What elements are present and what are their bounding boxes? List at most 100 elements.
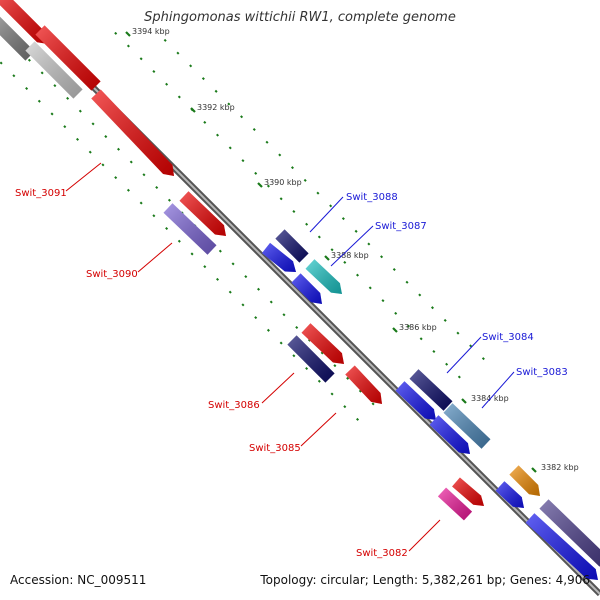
gene-swit-3090[interactable] (163, 203, 217, 255)
tick-dot (481, 357, 485, 361)
tick-labels: 3394 kbp 3392 kbp 3390 kbp 3388 kbp 3386… (132, 27, 579, 472)
gene-swit-3084b[interactable] (409, 369, 453, 411)
tick-dot (203, 265, 207, 269)
leader-line (408, 519, 441, 552)
tick-dot (163, 38, 167, 42)
tick-dot (101, 163, 105, 167)
tick-dot (91, 122, 95, 126)
tick-dot (456, 331, 460, 335)
tick-dot (368, 286, 372, 290)
tick-dot (117, 147, 121, 151)
tick-dot (333, 364, 337, 368)
gene-swit-3078[interactable] (525, 513, 598, 580)
tick-dot (292, 210, 296, 214)
major-tick (531, 467, 537, 473)
gene-swit-3092[interactable] (35, 25, 101, 91)
leader-line (481, 371, 515, 409)
gene-swit-3083[interactable] (443, 403, 491, 449)
gene-label-swit-3082[interactable]: Swit_3082 (356, 548, 408, 559)
tick-dot (40, 71, 44, 75)
gene-swit-3084[interactable] (395, 381, 436, 420)
tick-dot (305, 222, 309, 226)
tick-dot (227, 102, 231, 106)
tick-dot (50, 112, 54, 116)
tick-dot (78, 109, 82, 113)
gene-shading (305, 259, 342, 294)
gene-swit-3094[interactable] (0, 15, 35, 61)
tick-dot (354, 229, 358, 233)
gene-shading (287, 335, 335, 383)
tick-dot (343, 405, 347, 409)
tick-dot (330, 248, 334, 252)
tick-dot (241, 159, 245, 163)
tick-dot (367, 242, 371, 246)
gene-shading (25, 41, 83, 99)
gene-label-swit-3087[interactable]: Swit_3087 (375, 221, 427, 232)
tick-dot (228, 146, 232, 150)
tick-dot (88, 150, 92, 154)
gene-swit-3091[interactable] (91, 89, 174, 176)
gene-swit-3088b[interactable] (275, 229, 309, 263)
gene-swit-3086[interactable] (287, 335, 335, 383)
tick-dot (380, 255, 384, 259)
gene-swit-3092b[interactable] (25, 41, 83, 99)
gene-swit-3085[interactable] (345, 365, 382, 404)
tick-dot (279, 197, 283, 201)
gene-swit-3089[interactable] (179, 191, 226, 236)
gene-swit-3080[interactable] (495, 481, 524, 508)
gene-swit-3082[interactable] (437, 487, 473, 521)
gene-label-swit-3083[interactable]: Swit_3083 (516, 367, 568, 378)
gene-swit-3088[interactable] (261, 242, 296, 272)
leader-line (261, 372, 295, 404)
tick-dot (254, 171, 258, 175)
tick-dot (66, 96, 70, 100)
gene-shading (395, 381, 436, 420)
gene-shading (495, 481, 524, 508)
gene-label-swit-3085[interactable]: Swit_3085 (249, 443, 301, 454)
tick-dot (282, 313, 286, 317)
tick-dot (152, 70, 156, 74)
tick-label: 3392 kbp (197, 103, 235, 112)
gene-shading (509, 465, 540, 496)
gene-label-swit-3088[interactable]: Swit_3088 (346, 192, 398, 203)
tick-dot (279, 341, 283, 345)
tick-dot (343, 260, 347, 264)
gene-label-swit-3090[interactable]: Swit_3090 (86, 269, 138, 280)
tick-dot (228, 290, 232, 294)
tick-dot (269, 300, 273, 304)
gene-label-swit-3086[interactable]: Swit_3086 (208, 400, 260, 411)
tick-dot (142, 173, 146, 177)
gene-shading (0, 0, 48, 44)
tick-dot (265, 140, 269, 144)
gene-swit-3087[interactable] (305, 259, 342, 294)
gene-shading (301, 323, 344, 364)
gene-swit-3093[interactable] (0, 0, 48, 44)
tick-dot (329, 204, 333, 208)
tick-dot (278, 153, 282, 157)
gene-swit-3082b[interactable] (452, 477, 484, 506)
gene-swit-3081[interactable] (509, 465, 540, 496)
tick-dot (317, 379, 321, 383)
gene-shading (35, 25, 101, 91)
tick-dot (139, 201, 143, 205)
tick-dot (177, 239, 181, 243)
tick-dot (305, 366, 309, 371)
leader-line (137, 242, 173, 273)
gene-label-swit-3091[interactable]: Swit_3091 (15, 188, 67, 199)
genome-summary-text: Topology: circular; Length: 5,382,261 bp… (260, 573, 590, 587)
tick-dot (139, 57, 143, 61)
tick-dot (432, 350, 436, 354)
gene-swit-3083b[interactable] (429, 415, 470, 454)
tick-dot (254, 316, 258, 320)
tick-dot (201, 77, 205, 81)
major-tick (125, 31, 131, 37)
tick-dot (330, 392, 334, 396)
gene-label-swit-3084[interactable]: Swit_3084 (482, 332, 534, 343)
gene-swit-3079[interactable] (539, 499, 600, 567)
tick-tracks (0, 31, 537, 473)
gene-swit-3087b[interactable] (291, 273, 322, 304)
tick-dot (114, 176, 118, 180)
gene-swit-3086b[interactable] (301, 323, 344, 364)
map-title: Sphingomonas wittichii RW1, complete gen… (144, 10, 456, 25)
